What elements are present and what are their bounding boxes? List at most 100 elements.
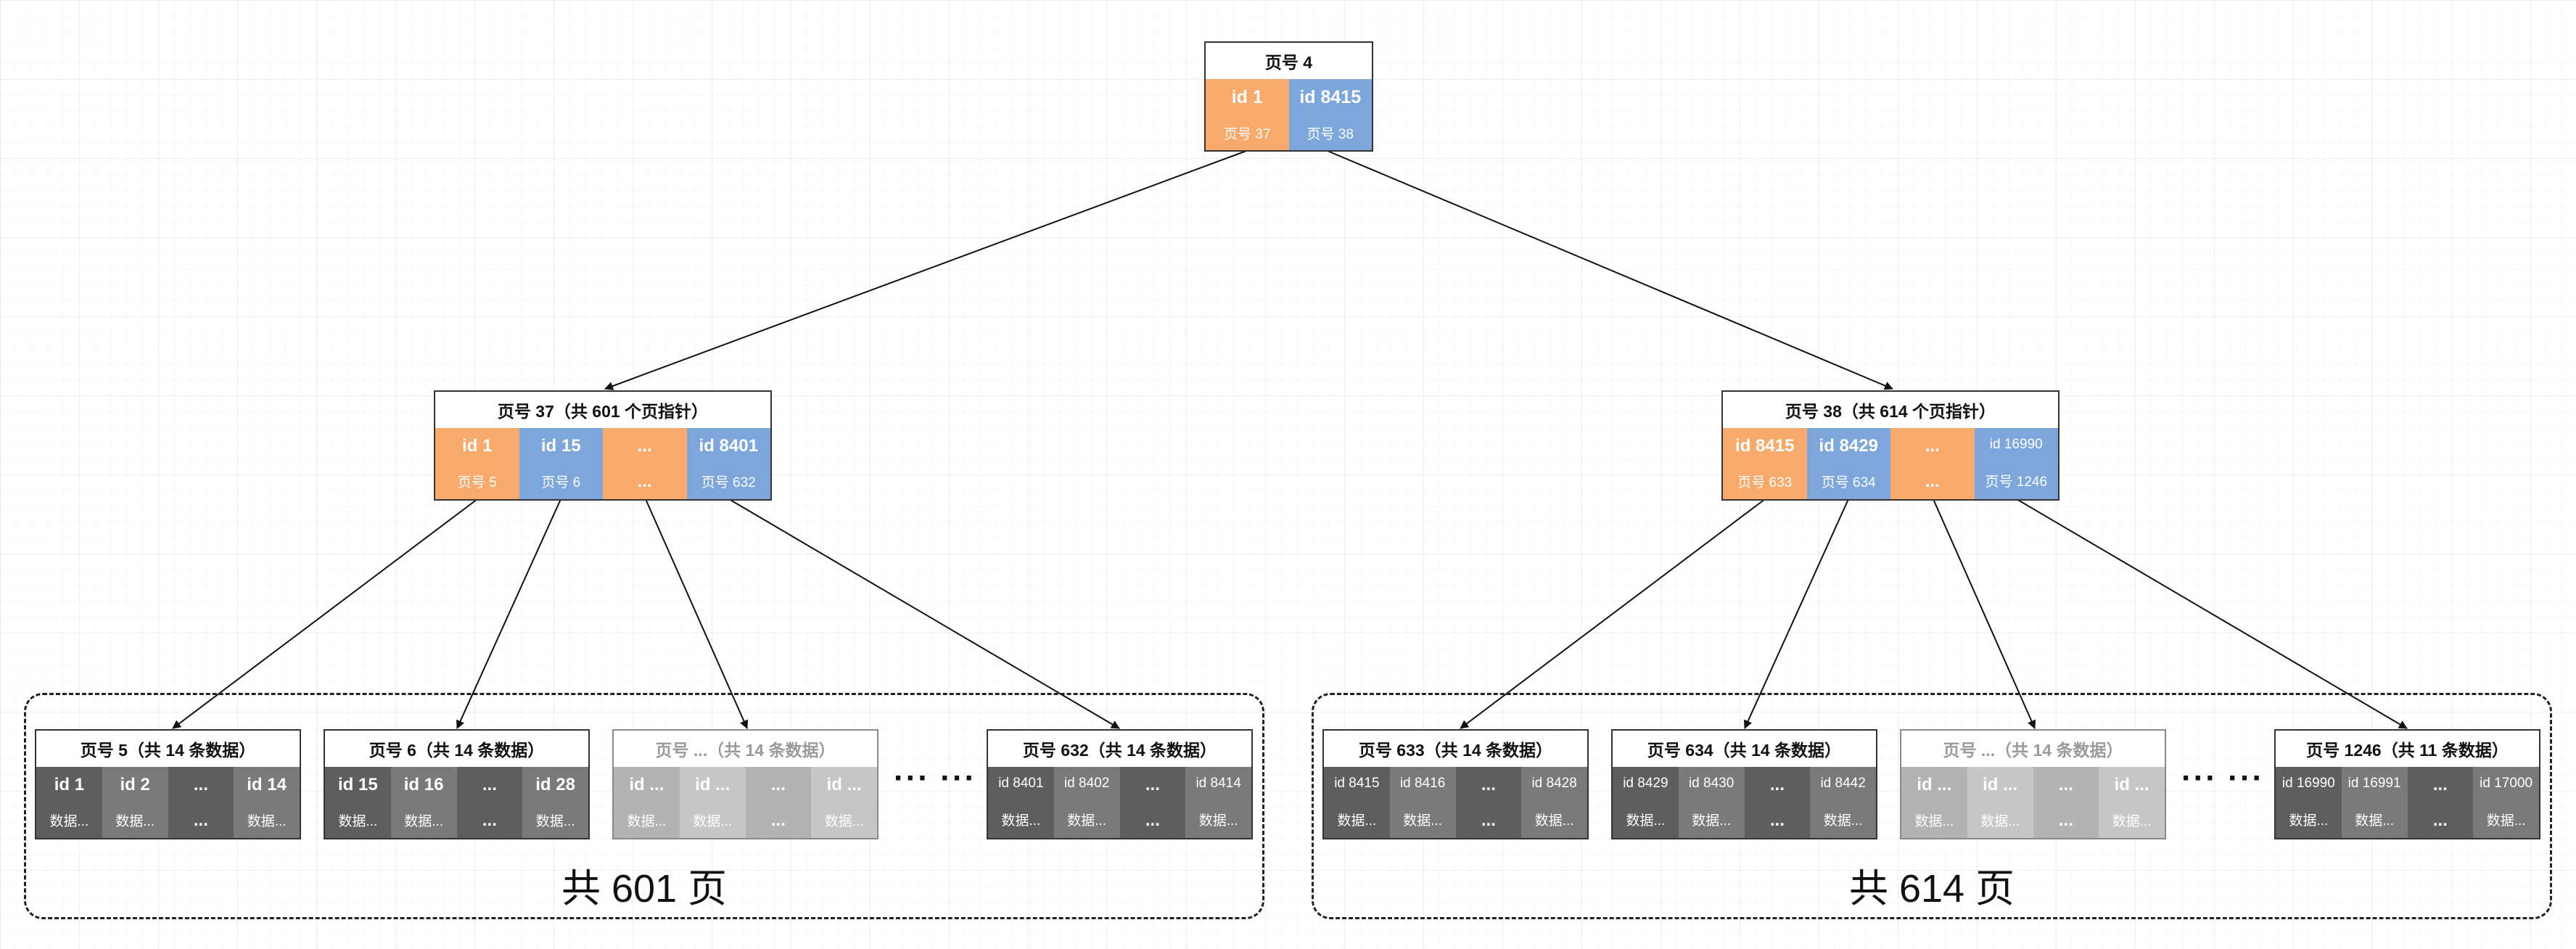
record-data: 数据... bbox=[1337, 813, 1377, 829]
entry-pointer: 页号 1246 bbox=[1985, 474, 2048, 490]
node-header: 页号 4 bbox=[1206, 43, 1372, 81]
index-entry-1: id 8429 页号 634 bbox=[1806, 428, 1890, 499]
record-id: id ... bbox=[826, 774, 862, 794]
record-id: id 8402 bbox=[1063, 776, 1110, 792]
entry-pointer: 页号 37 bbox=[1224, 126, 1271, 142]
entry-key: id 8401 bbox=[699, 435, 758, 456]
entry-key: id 1 bbox=[462, 435, 493, 456]
record-data: 数据... bbox=[1001, 813, 1041, 829]
record-data: 数据... bbox=[247, 814, 287, 830]
root-entry-0: id 1 页号 37 bbox=[1206, 79, 1289, 150]
record-cell: id ...数据... bbox=[1901, 767, 1967, 838]
record-data: ... bbox=[2058, 810, 2073, 830]
record-data: 数据... bbox=[404, 814, 444, 830]
record-data: ... bbox=[193, 810, 208, 830]
record-id: id 8415 bbox=[1334, 776, 1380, 792]
record-data: ... bbox=[770, 810, 786, 830]
record-id: ... bbox=[1769, 774, 1785, 794]
record-id: ... bbox=[193, 774, 208, 794]
record-cell: ...... bbox=[1119, 767, 1186, 838]
record-cell: ...... bbox=[745, 767, 812, 838]
record-data: 数据... bbox=[49, 814, 89, 830]
record-id: id ... bbox=[629, 774, 664, 794]
node-header: 页号 632（共 14 条数据） bbox=[988, 731, 1251, 768]
record-id: id 17000 bbox=[2480, 776, 2533, 792]
record-cell: id 8402 数据... bbox=[1053, 767, 1120, 838]
edge-page-37-to-page-5 bbox=[172, 498, 478, 729]
index-entry-0: id 1 页号 5 bbox=[435, 428, 519, 499]
record-data: 数据... bbox=[338, 814, 378, 830]
edge-page-38-to-page-1246 bbox=[2016, 498, 2408, 729]
record-data: 数据... bbox=[1403, 813, 1443, 829]
record-data: 数据... bbox=[627, 814, 667, 830]
record-cell: ...... bbox=[2033, 767, 2099, 838]
entry-pointer: 页号 632 bbox=[701, 475, 756, 491]
record-data: 数据... bbox=[1067, 813, 1107, 829]
record-cell: ...... bbox=[1744, 767, 1811, 838]
page-37-node: 页号 37（共 601 个页指针） id 1 页号 5 id 15 页号 6 .… bbox=[434, 390, 772, 501]
index-entry-1: id 15 页号 6 bbox=[519, 428, 603, 499]
index-entry-2: ... ... bbox=[603, 428, 687, 499]
entry-key: id 8415 bbox=[1735, 435, 1795, 456]
record-cell: id 8415 数据... bbox=[1324, 767, 1390, 838]
record-data: ... bbox=[1481, 810, 1496, 830]
record-cell: id ... 数据... bbox=[2099, 767, 2165, 838]
record-id: id 15 bbox=[338, 774, 378, 794]
record-id: id 8428 bbox=[1531, 776, 1577, 792]
leaf-group-left bbox=[24, 693, 1264, 919]
record-id: id ... bbox=[2114, 774, 2149, 794]
node-header: 页号 5（共 14 条数据） bbox=[36, 731, 300, 768]
record-id: id ... bbox=[1983, 774, 2018, 794]
record-cell: ...... bbox=[1455, 767, 1522, 838]
record-data: ... bbox=[1769, 810, 1785, 830]
record-cell: ...... bbox=[168, 767, 234, 838]
record-id: id 8414 bbox=[1196, 776, 1241, 792]
record-id: id 8401 bbox=[998, 776, 1044, 792]
node-header: 页号 6（共 14 条数据） bbox=[325, 731, 588, 768]
entry-key: ... bbox=[1925, 435, 1940, 456]
record-data: 数据... bbox=[1914, 814, 1954, 830]
record-id: id 16991 bbox=[2347, 776, 2401, 792]
record-id: id 8442 bbox=[1820, 776, 1866, 792]
edge-page-38-to-page-ellipsis bbox=[1933, 498, 2036, 729]
record-data: ... bbox=[1145, 810, 1160, 830]
leaf-page-ellipsis: 页号 ...（共 14 条数据） id ...数据... id ...数据...… bbox=[612, 729, 878, 839]
record-cell: id 8401 数据... bbox=[988, 767, 1054, 838]
record-data: 数据... bbox=[2112, 814, 2152, 830]
record-cell: id 15 数据... bbox=[325, 767, 391, 838]
entry-key: id 16990 bbox=[1989, 437, 2043, 453]
edge-root-to-page-38 bbox=[1327, 150, 1893, 390]
node-header: 页号 ...（共 14 条数据） bbox=[1901, 731, 2165, 768]
record-id: id 16990 bbox=[2281, 776, 2335, 792]
node-header: 页号 633（共 14 条数据） bbox=[1324, 731, 1587, 768]
record-data: 数据... bbox=[1198, 813, 1238, 829]
leaf-page-632: 页号 632（共 14 条数据） id 8401 数据... id 8402 数据.… bbox=[987, 729, 1253, 839]
entry-key: ... bbox=[637, 435, 652, 456]
entry-pointer: 页号 5 bbox=[457, 475, 497, 491]
edge-page-38-to-page-633 bbox=[1460, 498, 1766, 729]
record-id: id ... bbox=[695, 774, 731, 794]
record-id: ... bbox=[2058, 774, 2073, 794]
record-cell: id 8414 数据... bbox=[1185, 767, 1251, 838]
record-data: 数据... bbox=[115, 814, 155, 830]
root-page-node: 页号 4 id 1 页号 37 id 8415 页号 38 bbox=[1204, 41, 1373, 152]
node-header: 页号 37（共 601 个页指针） bbox=[435, 392, 770, 430]
entry-pointer: 页号 634 bbox=[1821, 475, 1876, 491]
record-cell: id ...数据... bbox=[1967, 767, 2033, 838]
index-entry-3: id 16990 页号 1246 bbox=[1974, 428, 2058, 499]
